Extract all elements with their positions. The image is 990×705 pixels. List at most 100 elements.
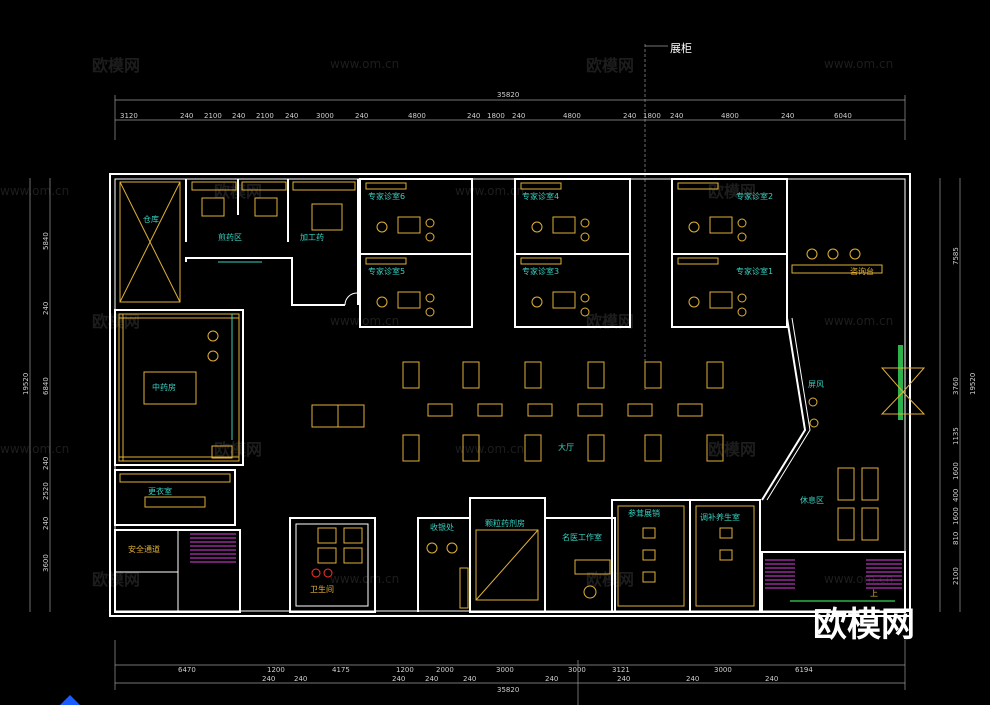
label-safe-passage: 安全通道	[128, 544, 160, 554]
top-dim-label: 4800	[721, 112, 739, 120]
bottom-dim-label: 240	[425, 675, 438, 683]
label-processing: 加工药	[300, 232, 324, 242]
bottom-dim-label: 2000	[436, 666, 454, 674]
hall-table	[677, 403, 703, 417]
compass-marker	[60, 695, 80, 705]
bottom-dim-label: 3000	[568, 666, 586, 674]
label-toilet: 卫生间	[310, 584, 334, 594]
left-dim-label: 6840	[42, 377, 50, 395]
room-toilet: 卫生间	[289, 517, 376, 613]
top-dim-label: 6040	[834, 112, 852, 120]
bottom-dim-label: 240	[617, 675, 630, 683]
total-dim-top: 35820	[497, 91, 519, 99]
bottom-dim-label: 240	[686, 675, 699, 683]
watermark-brand: 欧模网	[92, 56, 140, 75]
label-up: 上	[870, 589, 878, 598]
top-dim-label: 1800	[487, 112, 505, 120]
watermark-url: www.om.cn	[824, 57, 893, 71]
cabinet	[520, 257, 562, 265]
hall-table	[527, 403, 553, 417]
label-expert-6: 专家诊室6	[368, 191, 405, 201]
top-dim-label: 3120	[120, 112, 138, 120]
room-cashier: 收银处	[417, 517, 470, 612]
room-ginseng: 参茸展销	[611, 499, 691, 613]
label-expert-1: 专家诊室1	[736, 266, 773, 276]
right-dim-label: 7585	[952, 247, 960, 265]
label-cashier: 收银处	[430, 522, 454, 532]
top-dim-label: 1800	[643, 112, 661, 120]
right-dim-label: 1600	[952, 462, 960, 480]
callout: 展柜	[644, 42, 692, 390]
chair	[425, 232, 435, 242]
chair	[580, 293, 590, 303]
top-dim-label: 4800	[408, 112, 426, 120]
hall-table	[577, 403, 603, 417]
watermark-url: www.om.cn	[330, 314, 399, 328]
stairs-left	[190, 533, 236, 563]
right-dim-label: 1135	[952, 427, 960, 445]
top-dim-label: 240	[355, 112, 368, 120]
top-dim-label: 240	[467, 112, 480, 120]
top-dim-label: 2100	[204, 112, 222, 120]
label-expert-5: 专家诊室5	[368, 266, 405, 276]
top-dim-label: 4800	[563, 112, 581, 120]
bottom-dim-label: 6194	[795, 666, 813, 674]
room-tcm-pharmacy: 中药房	[114, 309, 244, 466]
desk	[397, 216, 421, 234]
cabinet	[365, 182, 407, 190]
room-storage: 仓库	[119, 179, 187, 303]
cabinet	[677, 182, 719, 190]
hall-seat	[462, 361, 480, 389]
cabinet	[677, 257, 719, 265]
left-dim-label: 2520	[42, 482, 50, 500]
room-locker: 更衣室	[114, 469, 236, 526]
top-dim-label: 2100	[256, 112, 274, 120]
room-consult: 咨询台	[786, 179, 926, 420]
bottom-dim-label: 240	[545, 675, 558, 683]
room-granule: 颗粒药剂房	[469, 497, 546, 613]
chair	[531, 221, 543, 233]
bottom-dim-label: 240	[262, 675, 275, 683]
chair	[580, 232, 590, 242]
watermark-url: www.om.cn	[330, 572, 399, 586]
room-herb-area: 煎药区	[191, 179, 289, 242]
chair	[688, 296, 700, 308]
label-herb-area: 煎药区	[218, 232, 242, 242]
label-expert-4: 专家诊室4	[522, 191, 559, 201]
watermark-brand: 欧模网	[92, 570, 140, 589]
chair	[376, 221, 388, 233]
hall-table	[627, 403, 653, 417]
label-ginseng: 参茸展销	[628, 508, 660, 518]
desk	[552, 216, 576, 234]
label-tcm-pharmacy: 中药房	[152, 382, 176, 392]
label-locker: 更衣室	[148, 486, 172, 496]
room-processing: 加工药	[185, 179, 359, 306]
chair	[425, 218, 435, 228]
cabinet	[520, 182, 562, 190]
hall-seat	[587, 361, 605, 389]
bottom-dim-label: 3121	[612, 666, 630, 674]
top-dim-label: 240	[670, 112, 683, 120]
hall-seat	[644, 361, 662, 389]
top-dim-label: 3000	[316, 112, 334, 120]
right-dim-label: 400	[952, 489, 960, 502]
bottom-dim-label: 240	[463, 675, 476, 683]
top-dim-label: 240	[512, 112, 525, 120]
top-dim-label: 240	[180, 112, 193, 120]
top-dim-label: 240	[232, 112, 245, 120]
label-nourish: 调补养生室	[700, 512, 740, 522]
hall-seat	[524, 434, 542, 462]
watermark-brand: 欧模网	[586, 56, 634, 75]
bottom-dim-label: 240	[765, 675, 778, 683]
label-expert-2: 专家诊室2	[736, 191, 773, 201]
watermark-url: www.om.cn	[330, 57, 399, 71]
bottom-dim-label: 6470	[178, 666, 196, 674]
total-dim-bottom: 35820	[497, 686, 519, 694]
desk	[709, 216, 733, 234]
label-granule: 颗粒药剂房	[485, 518, 525, 528]
label-hall: 大厅	[558, 442, 574, 452]
